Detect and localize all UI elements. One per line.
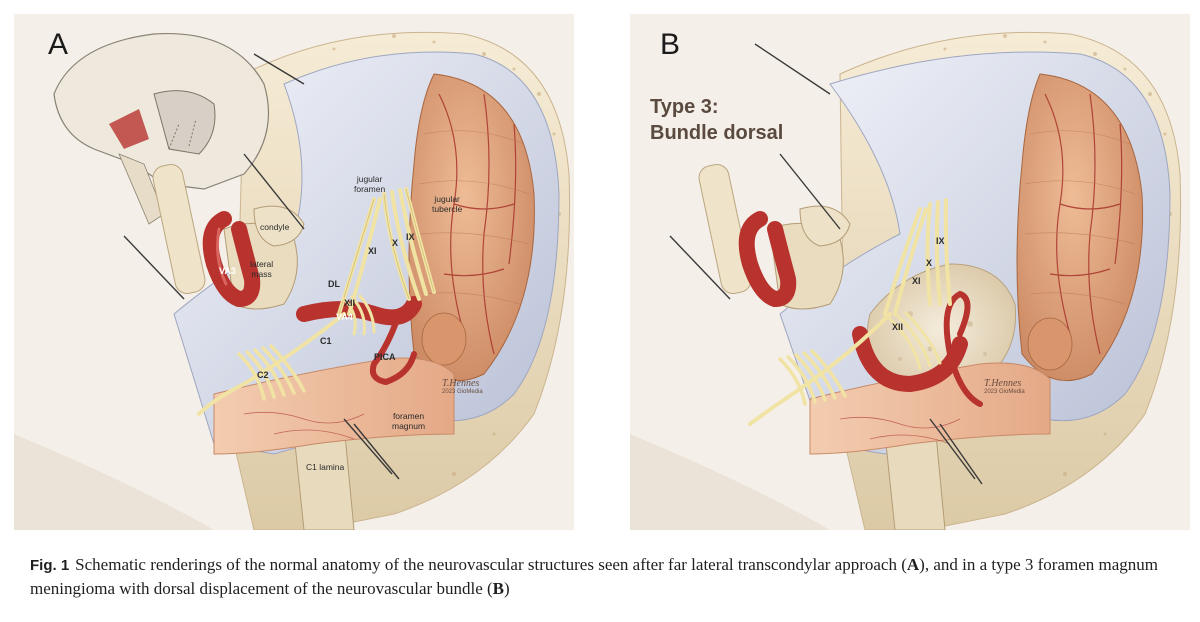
- panel-a: A jugular foramen jugular tubercle IX X …: [14, 14, 574, 530]
- figure-1: A jugular foramen jugular tubercle IX X …: [14, 14, 1190, 530]
- cerebellum: [1016, 73, 1144, 382]
- caption-text-2: ), and in a type 3 foramen magnum mening…: [30, 555, 1159, 598]
- label-nerve-xi: XI: [912, 276, 921, 286]
- vertebral-artery-v4: [296, 296, 422, 326]
- panel-b-illustration: [630, 14, 1190, 530]
- cerebellar-vessels: [438, 93, 517, 355]
- panel-letter-b: B: [660, 28, 681, 61]
- occipital-condyle: [253, 205, 305, 247]
- skull-inset: [53, 32, 270, 225]
- c2-rootlets: [778, 349, 847, 406]
- figure-caption: Fig. 1 Schematic renderings of the normal…: [30, 553, 1175, 600]
- artist-signature-a: T.Hennes 2023 GioMedia: [442, 378, 483, 395]
- retractor-hooks: [669, 43, 983, 485]
- label-jugular-tubercle: jugular tubercle: [432, 194, 463, 214]
- artist-signature-b: T.Hennes 2023 GioMedia: [984, 378, 1025, 395]
- c2-rootlets: [237, 344, 306, 401]
- label-c1: C1: [320, 336, 332, 346]
- vertebral-artery-v3: [202, 211, 261, 308]
- label-nerve-x: X: [392, 238, 399, 248]
- label-va4: VA4: [336, 312, 353, 322]
- neck-skin: [630, 434, 830, 530]
- cerebellum: [408, 73, 535, 382]
- cerebellar-tonsil: [421, 312, 467, 366]
- label-nerve-xii: XII: [344, 298, 356, 308]
- type-label-line2: Bundle dorsal: [650, 122, 784, 144]
- vertebral-artery-v3: [738, 211, 797, 308]
- label-nerve-xii: XII: [892, 322, 904, 332]
- type-label: Type 3: Bundle dorsal: [650, 94, 783, 146]
- figure-label: Fig. 1: [30, 557, 70, 574]
- artery-highlight: [216, 227, 228, 286]
- cerebellar-tonsil: [1027, 317, 1073, 371]
- label-pica: PICA: [374, 352, 396, 362]
- cerebellar-vessels: [1044, 93, 1123, 355]
- caption-text-1: Schematic renderings of the normal anato…: [75, 555, 907, 574]
- retractor-hooks: [123, 53, 400, 480]
- pica-artery: [943, 290, 983, 407]
- panel-b: B Type 3: Bundle dorsal IX X XI XII T.He…: [630, 14, 1190, 530]
- lower-cranial-nerves: [883, 198, 952, 316]
- label-condyle: condyle: [260, 222, 290, 232]
- occipital-condyle: [799, 205, 851, 247]
- caption-ref-b: B: [492, 579, 504, 598]
- caption-ref-a: A: [906, 555, 920, 574]
- panel-letter-a: A: [48, 28, 69, 61]
- c1-posterior-arch: [698, 164, 752, 294]
- cord-vessels: [243, 411, 365, 440]
- spinal-accessory-root: [197, 312, 346, 416]
- cerebellar-folia: [1024, 130, 1136, 305]
- label-nerve-ix: IX: [936, 236, 945, 246]
- c1-posterior-arch: [152, 164, 206, 294]
- spinal-accessory-root: [748, 312, 892, 426]
- label-foramen-magnum: foramen magnum: [392, 411, 426, 431]
- caption-text-3: ): [504, 579, 510, 598]
- label-nerve-x: X: [926, 258, 933, 268]
- pica-artery: [369, 311, 417, 386]
- cord-vessels: [839, 416, 961, 445]
- label-nerve-ix: IX: [406, 232, 415, 242]
- label-c2: C2: [257, 370, 269, 380]
- label-jugular-foramen: jugular foramen: [354, 174, 386, 194]
- nerve-outlines: [338, 188, 435, 315]
- label-va3: VA3: [219, 266, 236, 276]
- label-c1-lamina: C1 lamina: [306, 462, 345, 472]
- neck-skin: [14, 434, 214, 530]
- panel-a-illustration: [14, 14, 574, 530]
- type-label-line1: Type 3:: [650, 96, 719, 118]
- hypoglossal-rootlets: [342, 294, 376, 336]
- hypoglossal-rootlets: [888, 311, 942, 371]
- label-dl: DL: [328, 279, 340, 289]
- spinal-cord: [213, 357, 455, 455]
- label-nerve-xi: XI: [368, 246, 377, 256]
- label-lateral-mass: lateral mass: [250, 259, 274, 279]
